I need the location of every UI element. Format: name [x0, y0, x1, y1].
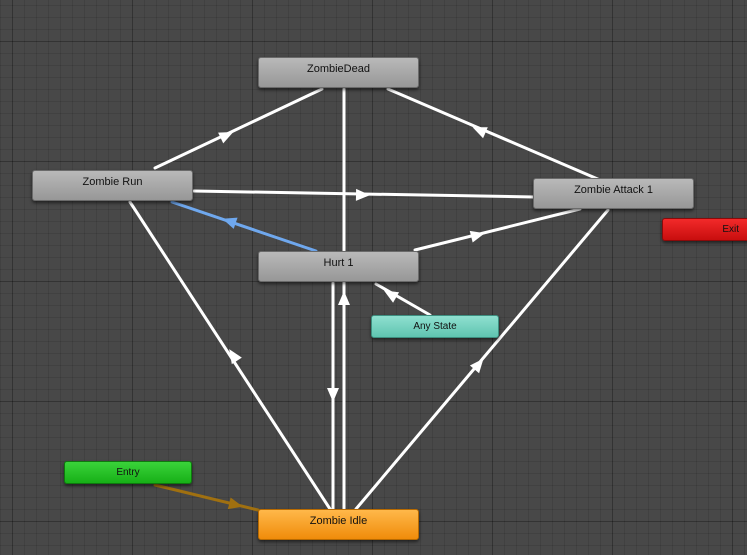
transition-arrowhead	[338, 291, 350, 305]
transition-arrowhead-selected	[222, 217, 238, 229]
transition-arrowhead	[469, 358, 484, 374]
transition-arrowhead	[469, 230, 485, 243]
transition-arrowhead	[472, 127, 488, 139]
transition-idle-to-run[interactable]	[128, 200, 332, 511]
state-zombie-idle[interactable]: Zombie Idle	[258, 509, 419, 540]
transition-run-to-dead[interactable]	[153, 87, 324, 170]
transition-arrowhead	[383, 290, 400, 303]
state-zombie-attack[interactable]: Zombie Attack 1	[533, 178, 694, 209]
transition-arrowhead	[229, 349, 242, 365]
state-zombie-run[interactable]: Zombie Run	[32, 170, 193, 201]
state-exit[interactable]: Exit	[662, 218, 747, 241]
state-entry[interactable]: Entry	[64, 461, 192, 484]
state-zombie-dead[interactable]: ZombieDead	[258, 57, 419, 88]
transition-any-to-hurt[interactable]	[374, 282, 432, 317]
transition-arrowhead	[355, 188, 370, 201]
transition-arrowhead-entry	[227, 497, 243, 510]
transition-entry-to-idle[interactable]	[153, 483, 260, 512]
transition-arrowhead	[327, 388, 339, 402]
transition-hurt-to-attack[interactable]	[413, 207, 582, 252]
state-any-state[interactable]: Any State	[371, 315, 499, 338]
transition-arrowhead	[218, 132, 234, 144]
transition-hurt-to-run-selected[interactable]	[170, 200, 318, 253]
transition-attack-to-dead[interactable]	[386, 87, 602, 182]
state-hurt[interactable]: Hurt 1	[258, 251, 419, 282]
